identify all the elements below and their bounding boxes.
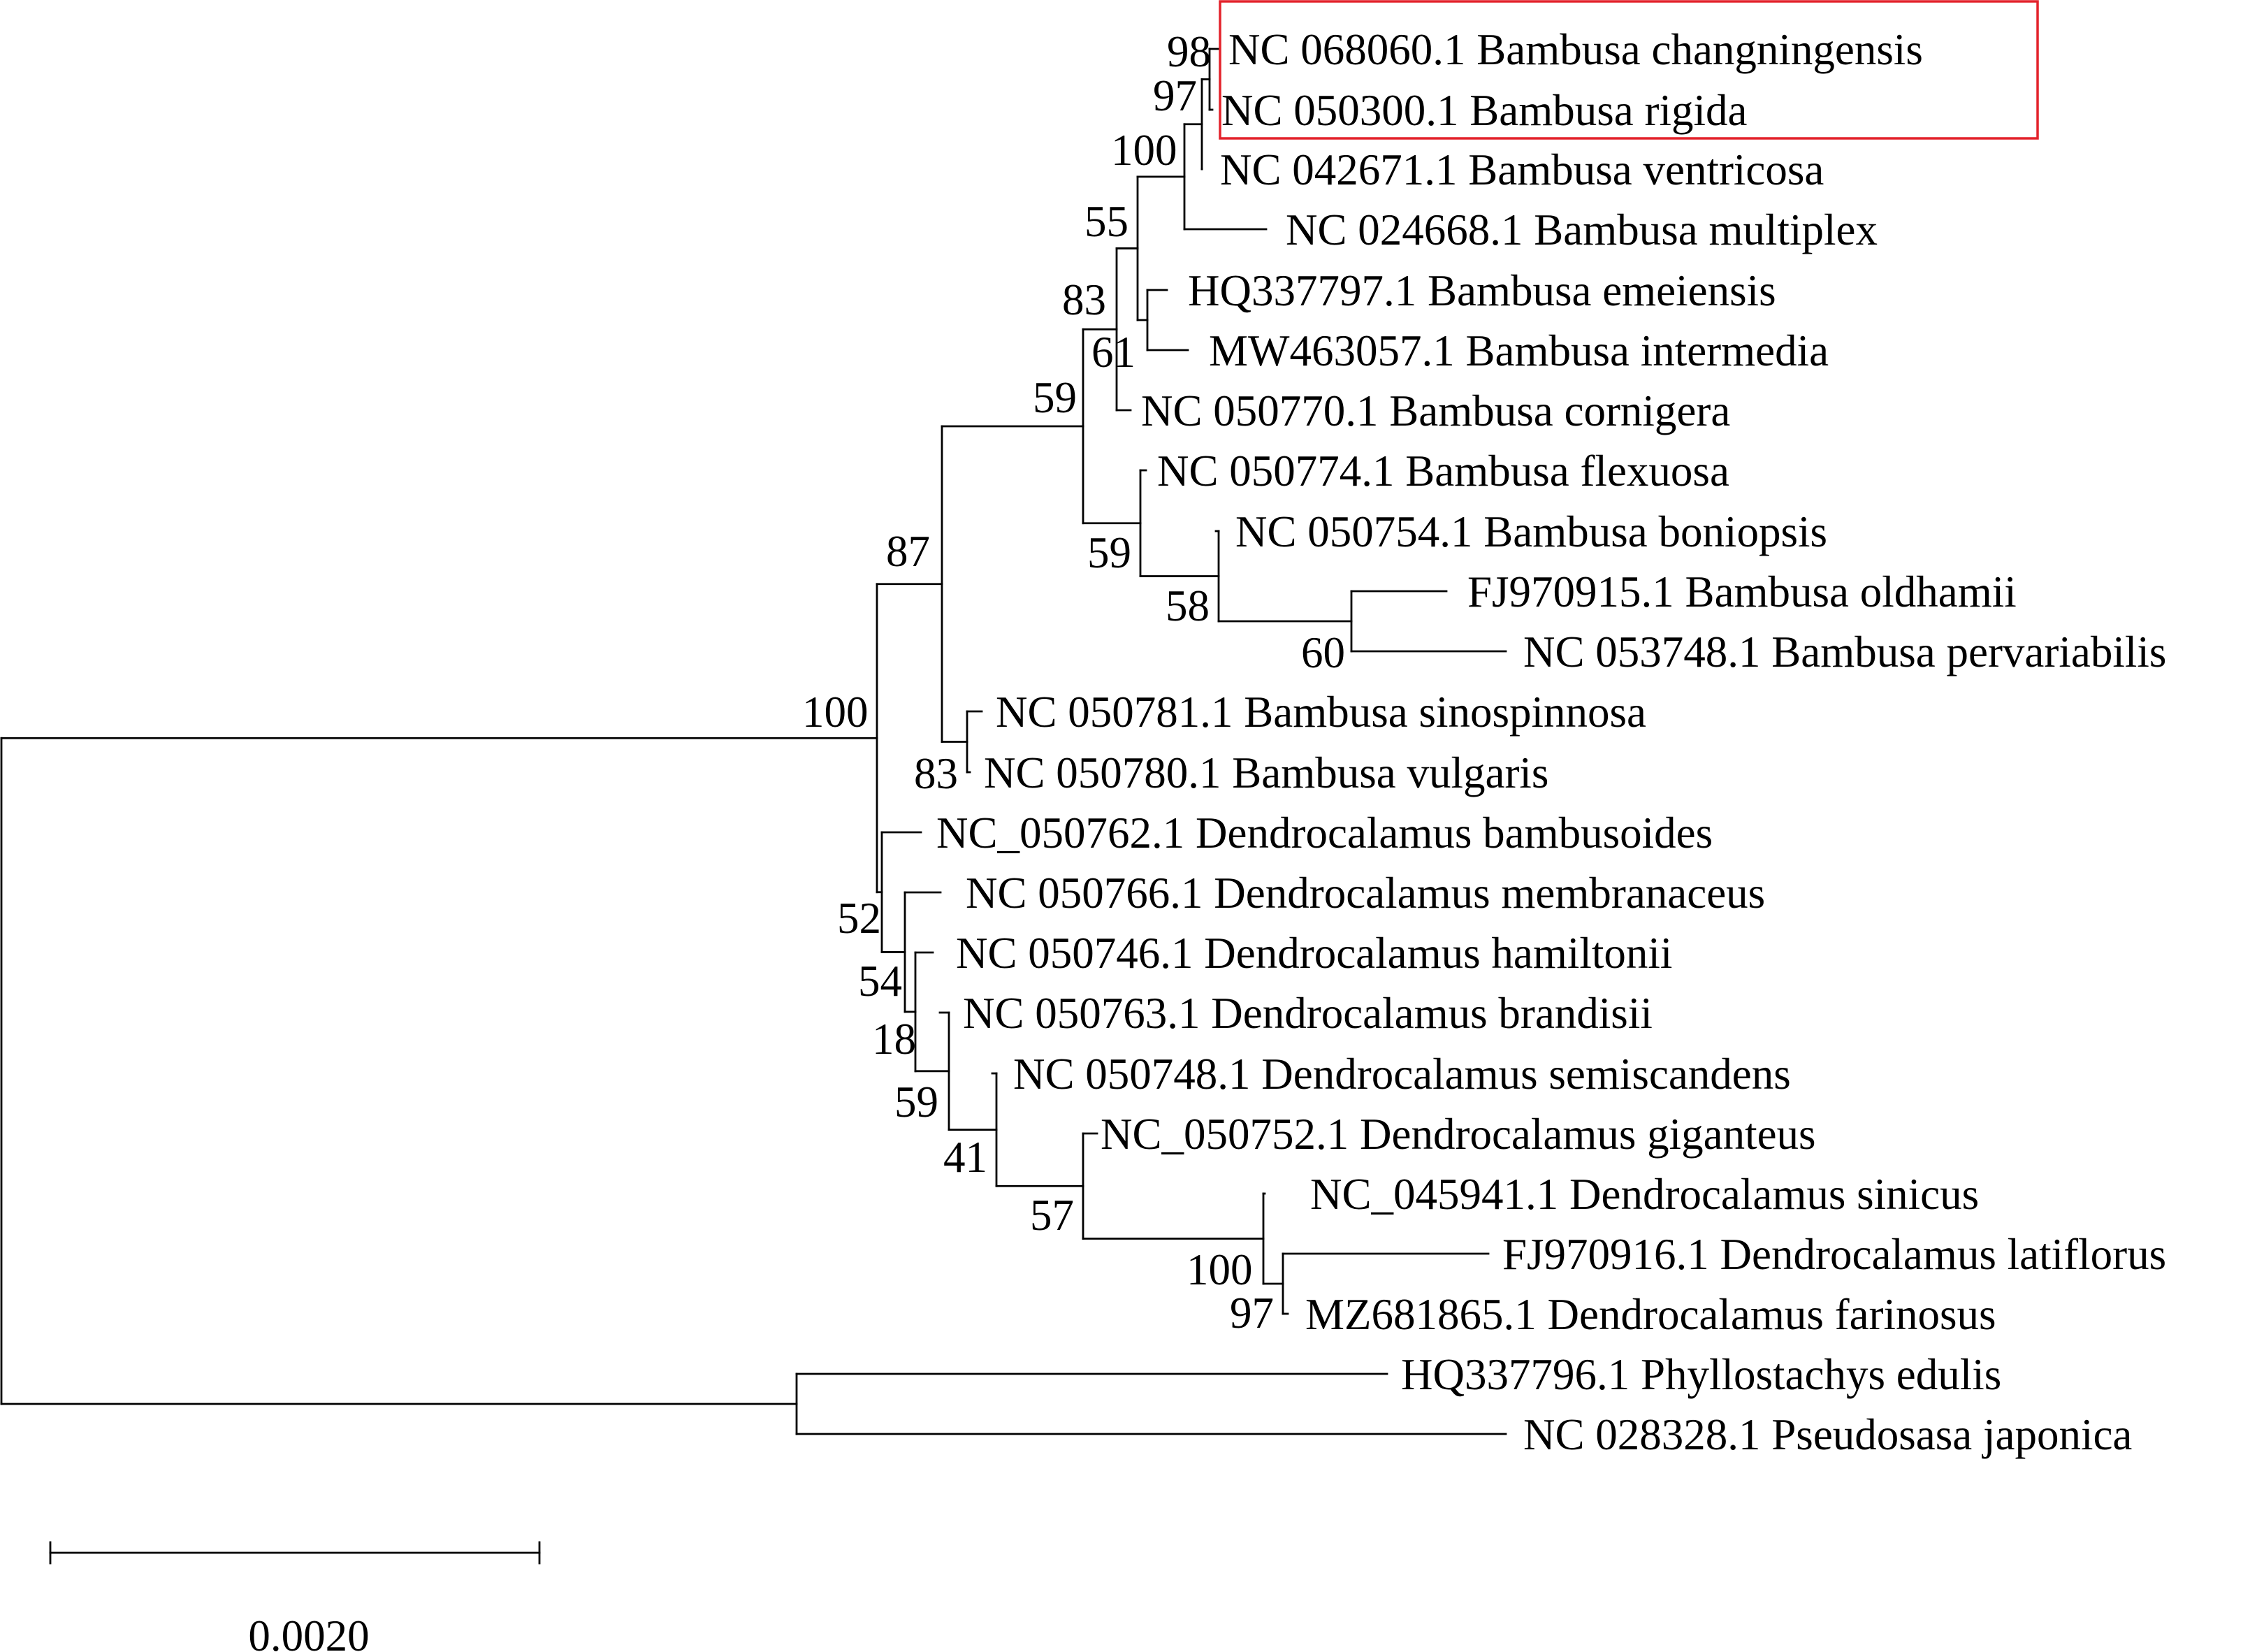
- support-value: 59: [1033, 373, 1077, 422]
- leaf-label: NC 050763.1 Dendrocalamus brandisii: [963, 989, 1653, 1038]
- leaf-label: NC 050754.1 Bambusa boniopsis: [1235, 507, 1827, 556]
- support-value: 100: [802, 688, 869, 737]
- support-value: 87: [886, 527, 930, 576]
- support-value: 83: [914, 749, 958, 798]
- support-value: 97: [1153, 71, 1197, 120]
- leaf-label: NC 050770.1 Bambusa cornigera: [1141, 386, 1730, 435]
- support-value: 60: [1301, 628, 1345, 677]
- leaf-label: NC 050300.1 Bambusa rigida: [1221, 86, 1747, 135]
- support-value: 97: [1230, 1289, 1274, 1338]
- support-value: 59: [1087, 528, 1131, 577]
- leaf-labels: NC 068060.1 Bambusa changningensis NC 050…: [936, 25, 2166, 1459]
- support-value: 52: [837, 894, 881, 943]
- tree-branches: [0, 48, 1507, 1435]
- leaf-label: NC 042671.1 Bambusa ventricosa: [1220, 145, 1824, 194]
- support-values: 9897100615583605859598387971005741591854…: [802, 27, 1345, 1338]
- scale-bar-label: 0.0020: [248, 1611, 369, 1652]
- leaf-label: NC 068060.1 Bambusa changningensis: [1228, 25, 1923, 74]
- leaf-label: NC 050780.1 Bambusa vulgaris: [984, 748, 1548, 797]
- leaf-label: MZ681865.1 Dendrocalamus farinosus: [1305, 1290, 1996, 1339]
- support-value: 54: [858, 957, 902, 1006]
- leaf-label: NC 050746.1 Dendrocalamus hamiltonii: [956, 929, 1672, 978]
- leaf-label: HQ337797.1 Bambusa emeiensis: [1188, 266, 1776, 315]
- support-value: 100: [1186, 1245, 1253, 1294]
- support-value: 18: [872, 1015, 916, 1064]
- support-value: 59: [894, 1078, 938, 1126]
- leaf-label: FJ970915.1 Bambusa oldhamii: [1467, 567, 2017, 616]
- support-value: 61: [1091, 328, 1135, 377]
- support-value: 98: [1167, 27, 1211, 76]
- support-value: 41: [943, 1133, 987, 1182]
- leaf-label: NC 053748.1 Bambusa pervariabilis: [1523, 628, 2166, 676]
- leaf-label: NC 024668.1 Bambusa multiplex: [1286, 205, 1878, 254]
- leaf-label: NC 028328.1 Pseudosasa japonica: [1523, 1410, 2132, 1459]
- leaf-label: NC_050752.1 Dendrocalamus giganteus: [1101, 1110, 1816, 1159]
- support-value: 58: [1166, 581, 1210, 630]
- highlight-box: [1219, 0, 2039, 140]
- leaf-label: NC 050781.1 Bambusa sinospinnosa: [996, 688, 1646, 737]
- leaf-label: NC 050774.1 Bambusa flexuosa: [1157, 447, 1729, 495]
- support-value: 55: [1084, 197, 1128, 246]
- support-value: 57: [1030, 1191, 1074, 1240]
- leaf-label: NC 050766.1 Dendrocalamus membranaceus: [966, 869, 1765, 918]
- leaf-label: FJ970916.1 Dendrocalamus latiflorus: [1502, 1230, 2166, 1279]
- support-value: 100: [1111, 126, 1177, 175]
- leaf-label: MW463057.1 Bambusa intermedia: [1209, 326, 1829, 375]
- support-value: 83: [1062, 275, 1106, 324]
- leaf-label: NC_050762.1 Dendrocalamus bambusoides: [936, 809, 1713, 857]
- leaf-label: NC_045941.1 Dendrocalamus sinicus: [1310, 1170, 1979, 1219]
- scale-bar: 0.0020: [49, 1541, 541, 1652]
- leaf-label: NC 050748.1 Dendrocalamus semiscandens: [1013, 1050, 1791, 1099]
- leaf-label: HQ337796.1 Phyllostachys edulis: [1401, 1350, 2001, 1399]
